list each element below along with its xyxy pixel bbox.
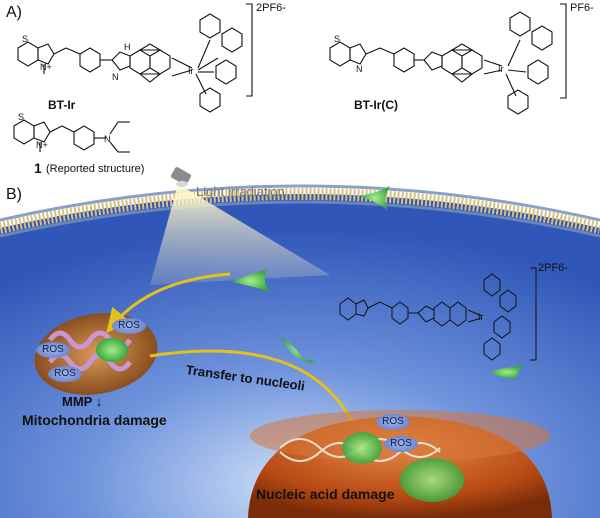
- ros-bubble-4: ROS: [376, 414, 410, 430]
- down-arrow-icon: ↓: [95, 394, 103, 409]
- probe-glow-3: [280, 336, 316, 363]
- structure-1: [13, 119, 130, 153]
- probe-glow-4: [490, 366, 524, 379]
- uptake-arrow: [106, 272, 231, 333]
- panel-a-label: A): [6, 4, 22, 21]
- ros-bubble-3: ROS: [48, 366, 82, 382]
- ros-bubble-2: ROS: [36, 342, 70, 358]
- nucleic-damage-label: Nucleic acid damage: [256, 486, 395, 502]
- atom-s-3: S: [18, 112, 24, 122]
- panel-b-label: B): [6, 186, 22, 203]
- mmp-label: MMP ↓: [62, 394, 103, 409]
- atom-s-1: S: [22, 34, 28, 44]
- compound-label-1-note: (Reported structure): [46, 163, 145, 175]
- counterion-in-cell: 2PF6-: [538, 262, 568, 274]
- compound-label-bt-ir-c: BT-Ir(C): [354, 98, 398, 112]
- atom-n-3: N: [356, 64, 363, 74]
- ros-bubble-5: ROS: [384, 436, 418, 452]
- atom-n-4: N: [104, 134, 111, 144]
- probe-glow-2: [232, 270, 270, 292]
- atom-ir-3: Ir: [478, 312, 484, 322]
- counterion-bt-ir: 2PF6-: [256, 2, 286, 14]
- membrane-outer-leaflet: [0, 184, 600, 222]
- probe-glow-1: [360, 186, 390, 210]
- atom-n-plus-2: N+: [36, 140, 48, 150]
- structure-bt-ir-in-cell: [339, 267, 537, 361]
- atom-s-2: S: [334, 34, 340, 44]
- counterion-bt-ir-c: PF6-: [570, 2, 594, 14]
- mito-damage-label: Mitochondria damage: [22, 412, 167, 428]
- cell-membrane: [0, 188, 600, 234]
- ros-bubble-1: ROS: [112, 318, 146, 334]
- atom-ir-1: Ir: [188, 66, 194, 76]
- atom-n-2: N: [112, 72, 119, 82]
- lamp-icon: [170, 167, 192, 187]
- atom-ir-2: Ir: [498, 64, 504, 74]
- compound-label-bt-ir: BT-Ir: [48, 98, 76, 112]
- membrane-inner-leaflet: [0, 200, 600, 238]
- structure-bt-ir: [17, 3, 253, 113]
- atom-n-plus-1: N+: [40, 62, 52, 72]
- structure-bt-ir-c: [329, 3, 567, 115]
- light-beam: [150, 184, 330, 285]
- atom-h-1: H: [124, 42, 131, 52]
- compound-label-1: 1: [34, 160, 42, 176]
- light-irradiation-label: Light irradiation: [196, 184, 285, 199]
